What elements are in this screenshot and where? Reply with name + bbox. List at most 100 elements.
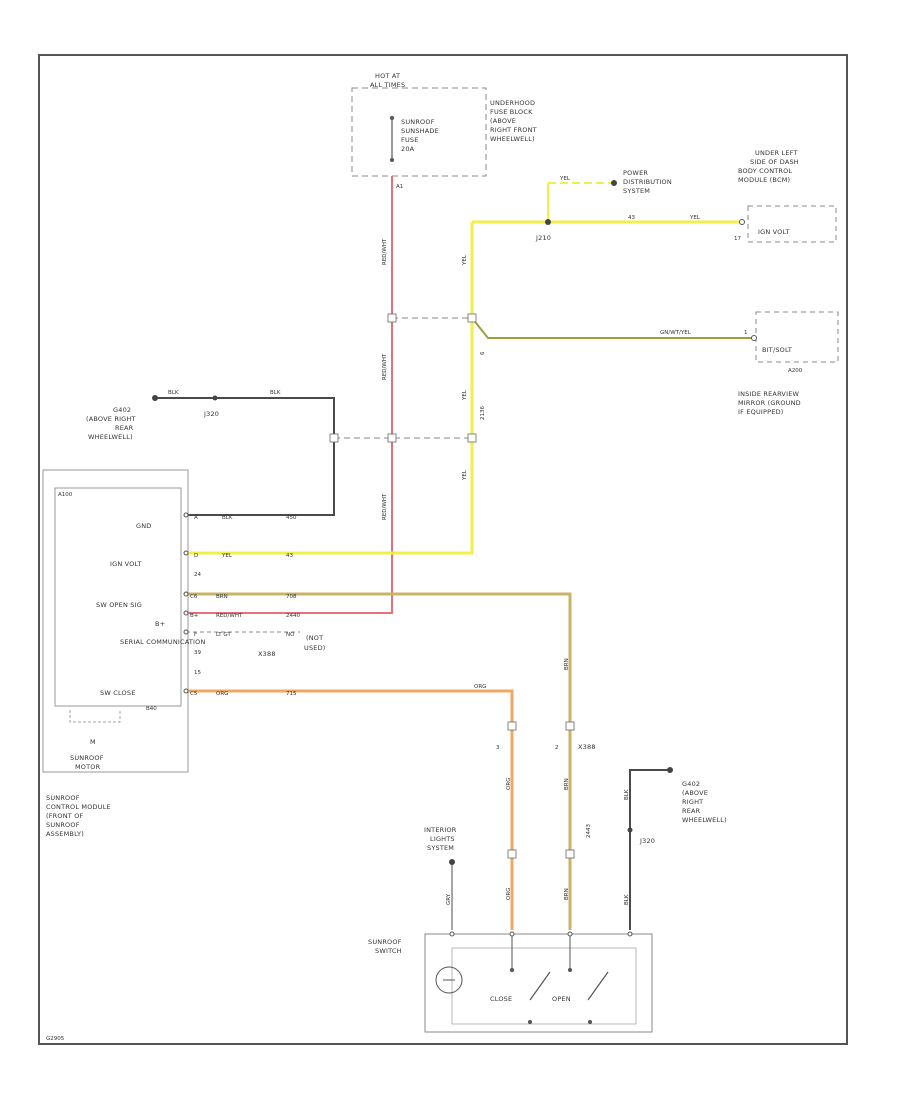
- module-pin-num: 39: [194, 650, 201, 656]
- splice-j210-pin: 43: [628, 215, 635, 221]
- power-dist-label-3: SYSTEM: [623, 187, 650, 195]
- module-location-5: ASSEMBLY): [46, 830, 84, 838]
- fuse-bottom-terminal: [390, 158, 394, 162]
- motor-name-2: MOTOR: [75, 763, 101, 771]
- switch-name: SUNROOF: [368, 938, 402, 946]
- connector-marker: [565, 721, 575, 731]
- module-pin-label-close: SW CLOSE: [100, 689, 136, 697]
- close-label: CLOSE: [490, 995, 512, 1003]
- mirror-wire-label: GN/WT/YEL: [660, 330, 692, 336]
- module-location: SUNROOF: [46, 794, 80, 802]
- bcm-location-3: BODY CONTROL: [738, 167, 792, 175]
- fuse-block-location-2: FUSE BLOCK: [490, 108, 533, 116]
- connector-pin-3: 3: [496, 745, 500, 751]
- module-outline-outer: [42, 469, 189, 773]
- module-pin-terminal: [183, 512, 189, 518]
- module-pin-label-ign: IGN VOLT: [110, 560, 142, 568]
- wire-red-wht: [186, 176, 393, 614]
- fuse-block-outline: [351, 87, 487, 177]
- ground-right-location-4: REAR: [682, 807, 701, 815]
- module-pin-label-gnd: GND: [136, 522, 152, 530]
- module-pin-terminal: [183, 610, 189, 616]
- module-pin-row: SW OPEN SIG C6 BRN 708: [96, 591, 297, 609]
- switch-name-2: SWITCH: [375, 947, 402, 955]
- module-pin-circuit: 2440: [286, 613, 300, 619]
- bcm-location-4: MODULE (BCM): [738, 176, 790, 184]
- splice-j210-wire: YEL: [689, 215, 701, 221]
- fuse-name: SUNROOF: [401, 118, 435, 126]
- switch-terminal: [627, 931, 633, 937]
- inside-mirror: BIT/SOLT GN/WT/YEL 1 A200 INSIDE REARVIE…: [660, 311, 839, 416]
- module-bottom-pin: B40: [146, 706, 157, 712]
- module-pin-row: B+ B+ RED/WHT 2440: [155, 610, 300, 628]
- module-outline-inner: [54, 487, 182, 707]
- yel-wire-label-1: YEL: [462, 254, 468, 266]
- connector-pin-2: 2: [555, 745, 559, 751]
- mirror-terminal: [751, 335, 757, 341]
- ground-left-wire-2: BLK: [270, 390, 281, 396]
- mirror-outline: [755, 311, 839, 363]
- org-wire-label: ORG: [474, 684, 486, 690]
- module-pin-num: C5: [190, 691, 198, 697]
- hot-at-label: HOT AT: [375, 72, 400, 80]
- module-location-3: (FRONT OF: [46, 812, 84, 820]
- module-pin-num: 15: [194, 670, 201, 676]
- sunroof-control-module: A100 GND A BLK 450 IGN VOLT D YEL 43 24 …: [42, 469, 325, 838]
- connector-marker: [507, 721, 517, 731]
- module-pin-label-bplus: B+: [155, 620, 165, 628]
- org-wire-label-v1: ORG: [506, 778, 512, 790]
- ground-left-wire-1: BLK: [168, 390, 179, 396]
- fuse-block-location-3: (ABOVE: [490, 117, 516, 125]
- fuse-block-location: UNDERHOOD: [490, 99, 535, 107]
- mirror-location: INSIDE REARVIEW: [738, 390, 800, 398]
- close-contact: [528, 1020, 532, 1024]
- splice-j210: J210 43 YEL: [535, 215, 701, 242]
- ground-right-location-3: RIGHT: [682, 798, 703, 806]
- module-pin-label-open: SW OPEN SIG: [96, 601, 142, 609]
- connector-x388-label: X388: [258, 650, 276, 658]
- ground-left-location-3: REAR: [115, 424, 134, 432]
- module-pin-terminal: [183, 688, 189, 694]
- connector-marker: [467, 433, 477, 443]
- fuse-pin: A1: [396, 184, 403, 190]
- mirror-location-2: MIRROR (GROUND: [738, 399, 801, 407]
- switch-terminal: [449, 931, 455, 937]
- switch-illumination-lamp: [435, 966, 463, 994]
- ground-right-terminal: [667, 767, 673, 773]
- module-pin-row: GND A BLK 450: [136, 512, 297, 530]
- module-pin-num: C6: [190, 594, 198, 600]
- ground-right-location-2: (ABOVE: [682, 789, 708, 797]
- interior-lights-label: INTERIOR: [424, 826, 457, 834]
- power-dist-label-2: DISTRIBUTION: [623, 178, 672, 186]
- connector-marker: [387, 433, 397, 443]
- fuse-block: HOT AT ALL TIMES SUNROOF SUNSHADE FUSE 2…: [351, 72, 537, 190]
- module-pin-num: F: [194, 632, 197, 638]
- ground-left-splice-name: J320: [203, 410, 219, 418]
- interior-lights-label-2: LIGHTS: [430, 835, 455, 843]
- wire-brn-open: [186, 592, 572, 930]
- sunroof-switch: CLOSE OPEN SUNROOF SWITCH: [368, 931, 653, 1033]
- ground-left-splice: [212, 395, 218, 401]
- motor-name: SUNROOF: [70, 754, 104, 762]
- ground-left-location-4: WHEELWELL): [88, 433, 133, 441]
- module-pin-num: A: [194, 515, 198, 521]
- connector-marker: [329, 433, 339, 443]
- yel-wire-number: 6: [480, 351, 486, 355]
- close-switch-blade: [529, 971, 551, 1001]
- module-pin-wire: LT GT: [216, 632, 231, 638]
- yel-lower-circuit: 2136: [480, 406, 486, 420]
- ground-right-wire-1: BLK: [624, 789, 630, 800]
- hot-at-label-2: ALL TIMES: [370, 81, 405, 89]
- bcm-location: UNDER LEFT: [755, 149, 798, 157]
- diagram-frame: [38, 54, 848, 1045]
- bcm: IGN VOLT 17 UNDER LEFT SIDE OF DASH BODY…: [734, 149, 837, 243]
- splice-j210-name: J210: [535, 234, 551, 242]
- ground-right: J320 BLK BLK G402 (ABOVE RIGHT REAR WHEE…: [624, 767, 727, 905]
- module-pin-wire: ORG: [216, 691, 228, 697]
- power-distribution: POWER DISTRIBUTION SYSTEM YEL: [559, 169, 672, 195]
- interior-lights: INTERIOR LIGHTS SYSTEM GRY: [424, 826, 457, 905]
- tan-circuit-label: 2443: [586, 824, 592, 838]
- bcm-outline: [747, 205, 837, 243]
- connector-marker: [507, 849, 517, 859]
- fuse-block-location-4: RIGHT FRONT: [490, 126, 537, 134]
